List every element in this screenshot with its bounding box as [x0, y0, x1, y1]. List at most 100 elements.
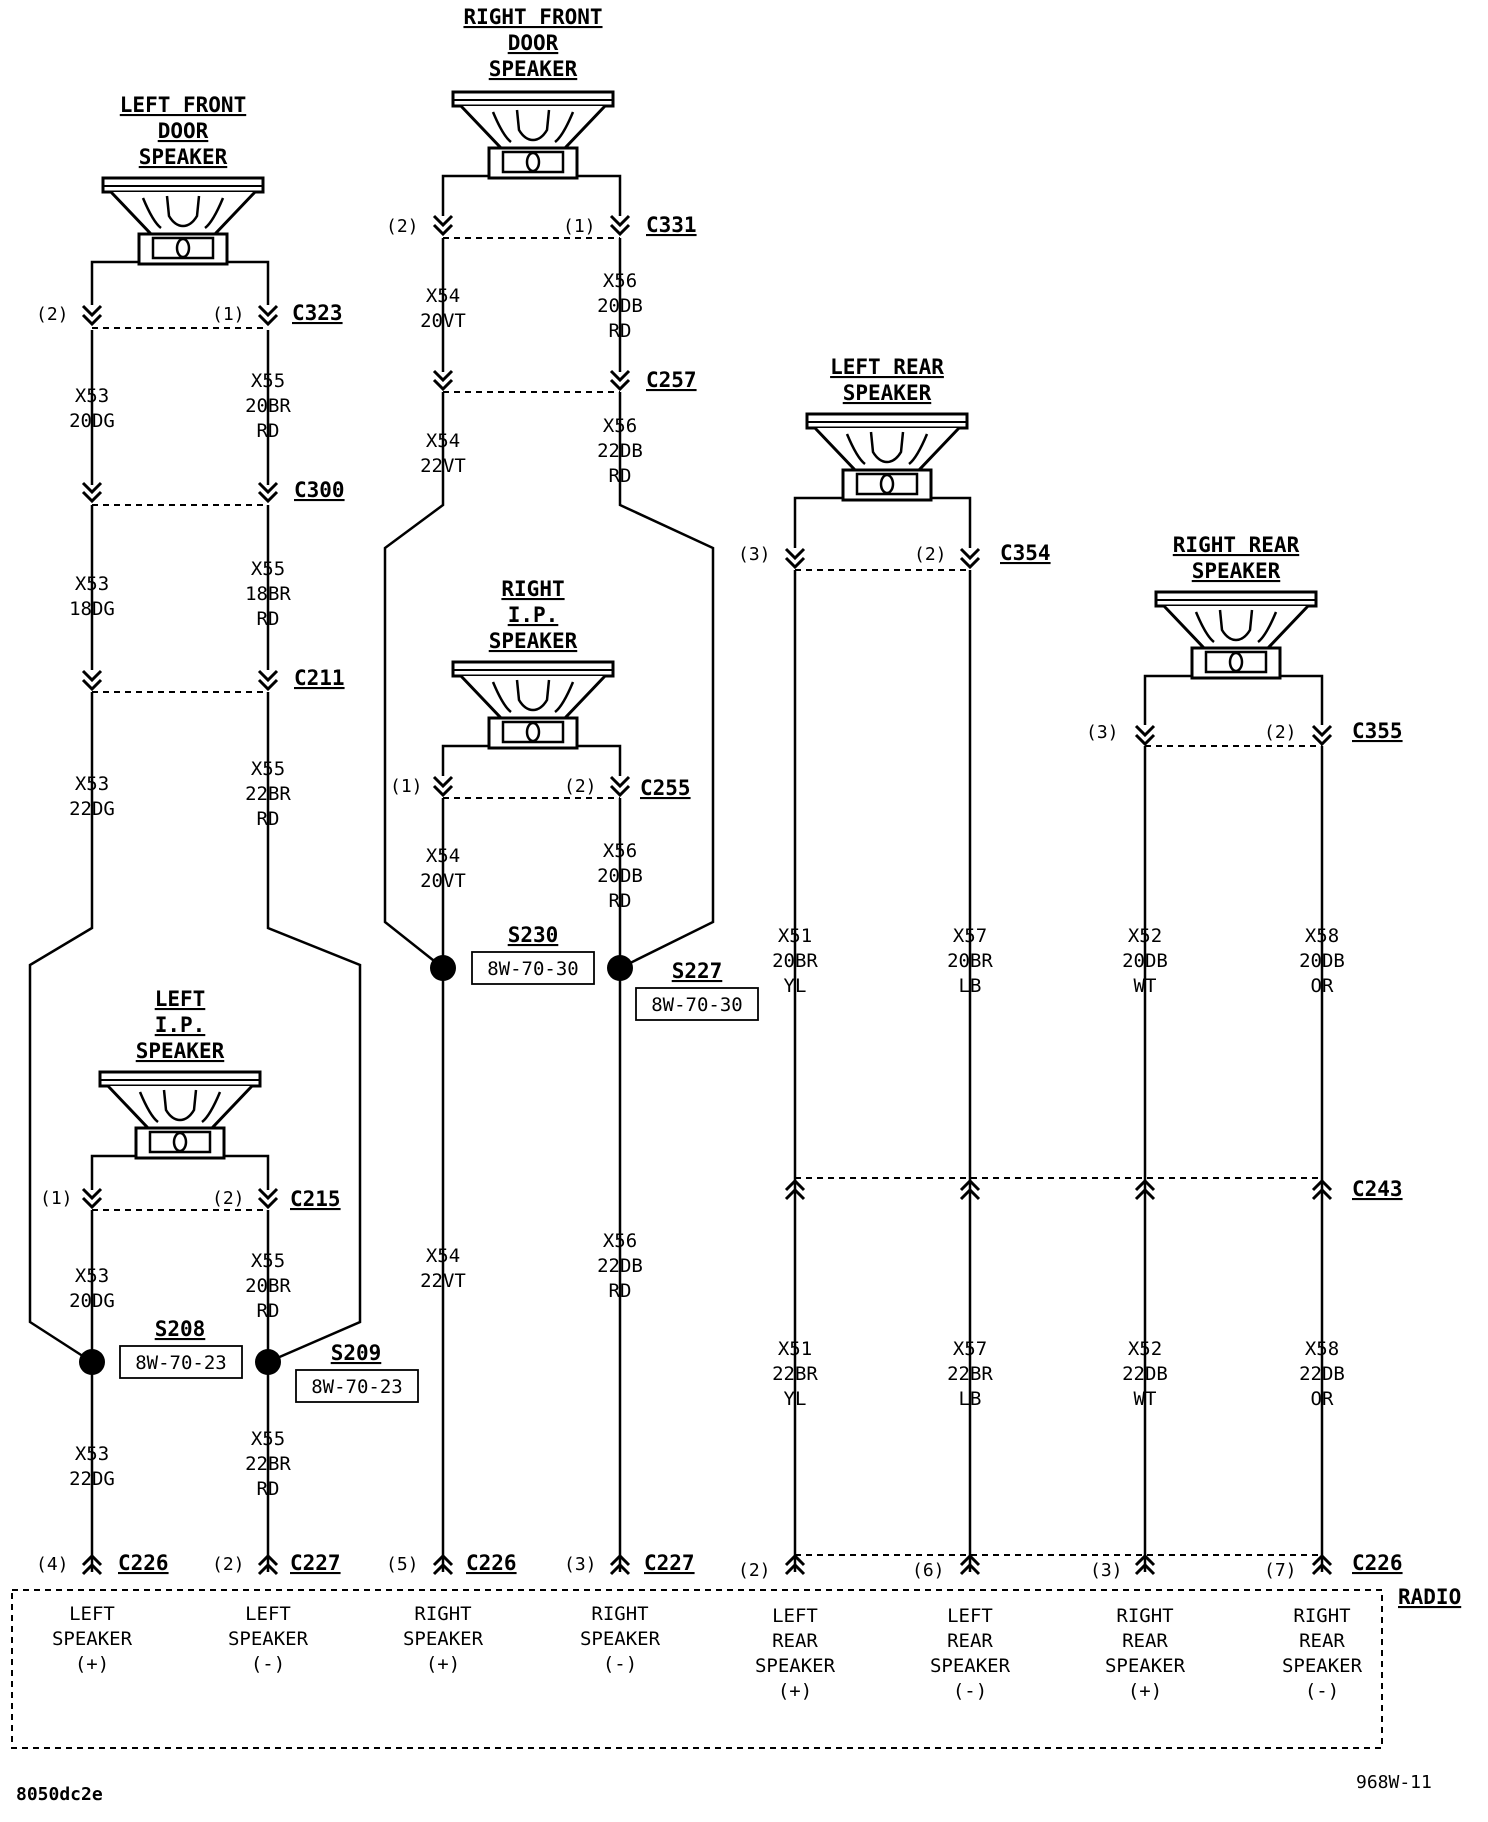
connector-c215: C215 [290, 1187, 341, 1211]
wire-label: 18DG [69, 598, 115, 620]
speaker-title-line: SPEAKER [489, 57, 578, 81]
splice-s209-label: S209 [331, 1341, 382, 1365]
wire-label: RD [257, 808, 280, 830]
pin-label: (2) [212, 1554, 245, 1575]
wire-label: X53 [75, 1265, 109, 1287]
wire-label: 20BR [245, 1275, 291, 1297]
wire-label: RD [609, 890, 632, 912]
pin-label: (3) [564, 1554, 597, 1575]
left-ip-speaker: LEFT I.P. SPEAKER [98, 987, 262, 1160]
wire-label: X55 [251, 558, 285, 580]
speaker-title-line: LEFT REAR [830, 355, 944, 379]
connector-c227: C227 [644, 1551, 695, 1575]
speaker-title-line: LEFT [155, 987, 206, 1011]
radio-terminal-label: SPEAKER [930, 1655, 1011, 1677]
left-rear-speaker: LEFT REAR SPEAKER [805, 355, 969, 502]
pin-label: (2) [564, 776, 597, 797]
wire-label: 22DB [1122, 1363, 1168, 1385]
speaker-title-line: SPEAKER [139, 145, 228, 169]
radio-terminal-label: RIGHT [1116, 1605, 1173, 1627]
pin-label: (6) [912, 1560, 945, 1581]
radio-terminal-label: RIGHT [414, 1603, 471, 1625]
wire-label: 20VT [420, 310, 466, 332]
speaker-title-line: LEFT FRONT [120, 93, 246, 117]
radio-terminal-label: REAR [772, 1630, 818, 1652]
pin-label: (3) [1090, 1560, 1123, 1581]
wire-label: X55 [251, 370, 285, 392]
radio-box [11, 1589, 1383, 1749]
radio-terminal-label: LEFT [947, 1605, 993, 1627]
speaker-title-line: SPEAKER [1192, 559, 1281, 583]
wire-label: YL [784, 1388, 807, 1410]
wire-label: 20DB [1299, 950, 1345, 972]
wire-label: 20BR [947, 950, 993, 972]
speaker-icon [98, 1070, 262, 1160]
wire-label: 22DB [597, 1255, 643, 1277]
radio-terminal-label: (+) [1128, 1680, 1162, 1702]
pin-label: (1) [40, 1188, 73, 1209]
radio-terminal-labels: LEFT SPEAKER (+) LEFT SPEAKER (-) RIGHT … [52, 1603, 1363, 1702]
speaker-title-line: DOOR [158, 119, 209, 143]
wire-label: RD [257, 1478, 280, 1500]
speaker-title-line: SPEAKER [136, 1039, 225, 1063]
wire-label: 22BR [947, 1363, 993, 1385]
wire-label: X54 [426, 1245, 460, 1267]
connector-c323: C323 [292, 301, 343, 325]
wire-label: X55 [251, 1250, 285, 1272]
radio-terminal-label: (-) [953, 1680, 987, 1702]
wire-label: X51 [778, 925, 812, 947]
speaker-title-line: DOOR [508, 31, 559, 55]
footer-left-code: 8050dc2e [16, 1784, 103, 1805]
connector-c211: C211 [294, 666, 345, 690]
splice-s230-ref: 8W-70-30 [487, 958, 579, 980]
wire-label: X56 [603, 840, 637, 862]
speaker-title-line: RIGHT REAR [1173, 533, 1300, 557]
wire-label: X54 [426, 845, 460, 867]
wire-label: 20DG [69, 1290, 115, 1312]
wire-label: OR [1311, 1388, 1334, 1410]
wire-label: X58 [1305, 925, 1339, 947]
radio-terminal-label: SPEAKER [580, 1628, 661, 1650]
radio-terminal-label: (-) [251, 1653, 285, 1675]
splice-s209-ref: 8W-70-23 [311, 1376, 403, 1398]
wire-label: X57 [953, 925, 987, 947]
wire-label: RD [609, 465, 632, 487]
pin-label: (4) [36, 1554, 69, 1575]
splice-s208-ref: 8W-70-23 [135, 1352, 227, 1374]
wire-label: X52 [1128, 925, 1162, 947]
splice-s227-label: S227 [672, 959, 723, 983]
pin-label: (2) [212, 1188, 245, 1209]
wire-label: X53 [75, 385, 109, 407]
right-ip-speaker: RIGHT I.P. SPEAKER [451, 577, 615, 750]
connector-c257: C257 [646, 368, 697, 392]
wire-label: X58 [1305, 1338, 1339, 1360]
radio-terminal-label: SPEAKER [403, 1628, 484, 1650]
wire-label: X51 [778, 1338, 812, 1360]
wire-label: RD [257, 1300, 280, 1322]
radio-terminal-label: SPEAKER [228, 1628, 309, 1650]
pin-label: (2) [738, 1560, 771, 1581]
wire-label: X56 [603, 1230, 637, 1252]
connector-c300: C300 [294, 478, 345, 502]
wire-label: RD [257, 608, 280, 630]
speaker-title-line: SPEAKER [843, 381, 932, 405]
connector-c354: C354 [1000, 541, 1051, 565]
wire-label: X56 [603, 415, 637, 437]
wire-label: 22VT [420, 1270, 466, 1292]
radio-terminal-label: LEFT [245, 1603, 291, 1625]
wire-label: 22DG [69, 798, 115, 820]
radio-terminal-label: (-) [603, 1653, 637, 1675]
wire-label: WT [1134, 975, 1157, 997]
wire-label: YL [784, 975, 807, 997]
pin-label: (1) [563, 216, 596, 237]
splice-s208-label: S208 [155, 1317, 206, 1341]
pin-label: (7) [1264, 1560, 1297, 1581]
connector-c355: C355 [1352, 719, 1403, 743]
radio-terminal-label: SPEAKER [1282, 1655, 1363, 1677]
wire-label: 22DB [597, 440, 643, 462]
wire-label: X54 [426, 285, 460, 307]
radio-terminal-label: SPEAKER [52, 1628, 133, 1650]
connector-c255: C255 [640, 776, 691, 800]
